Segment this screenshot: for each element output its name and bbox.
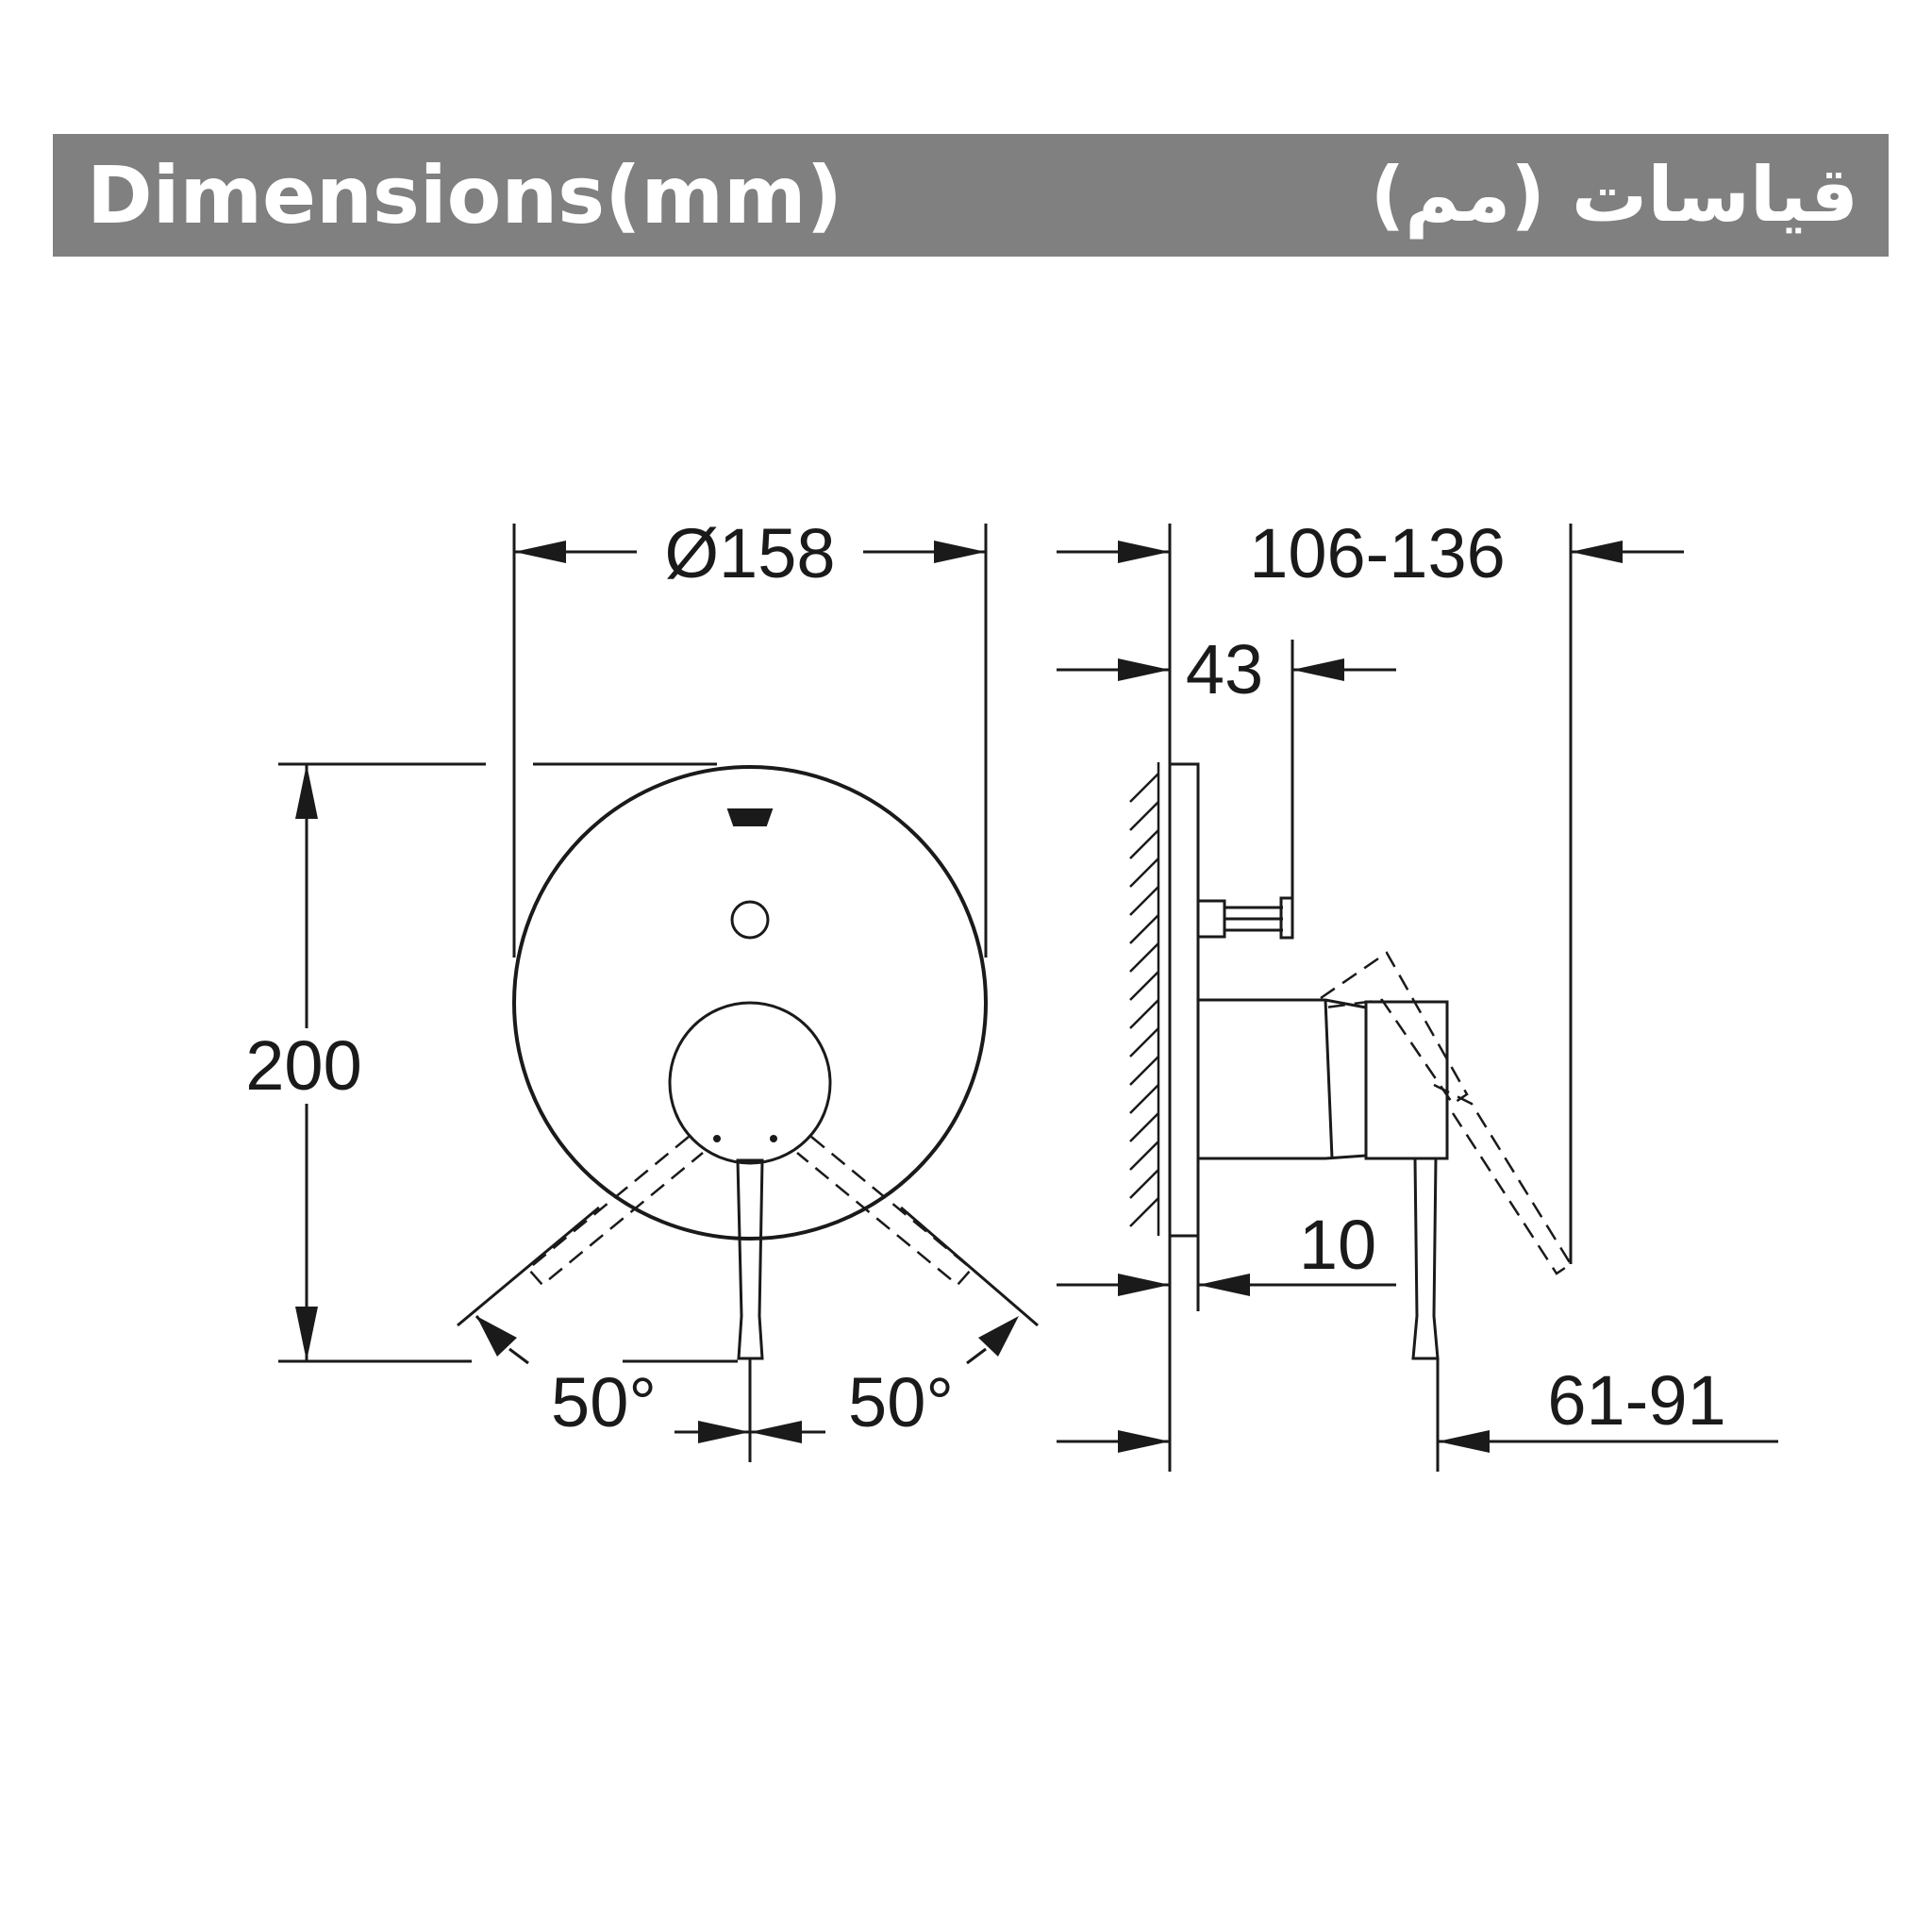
label-depth-range: 106-136 — [1249, 514, 1506, 592]
front-view — [278, 524, 1039, 1462]
header-title-arabic: قياسات (مم) — [1370, 151, 1858, 239]
label-depth-43: 43 — [1186, 630, 1263, 708]
front-plate-outline — [512, 765, 988, 1241]
mixer-body — [1198, 998, 1368, 1160]
label-lever-range: 61-91 — [1547, 1361, 1725, 1440]
side-view — [1057, 524, 1778, 1472]
label-diameter: Ø158 — [664, 514, 835, 592]
header-bar: Dimensions(mm) قياسات (مم) — [53, 134, 1889, 257]
handle-hub — [668, 1001, 832, 1165]
side-lever — [1411, 1157, 1440, 1360]
lever-rotation-dashed — [526, 1136, 974, 1287]
label-plate-10: 10 — [1299, 1206, 1376, 1284]
cover-plate — [1168, 762, 1200, 1238]
wall-hatching — [1129, 762, 1160, 1236]
label-height: 200 — [245, 1026, 361, 1105]
top-slot — [726, 808, 774, 826]
front-lever — [736, 1158, 764, 1360]
dimension-labels: Ø158 200 106-136 43 10 61-91 50° 50° — [245, 514, 1725, 1441]
label-angle-left: 50° — [551, 1363, 657, 1441]
label-angle-right: 50° — [848, 1363, 954, 1441]
diverter-button — [730, 900, 770, 940]
header-title-english: Dimensions(mm) — [87, 149, 842, 242]
